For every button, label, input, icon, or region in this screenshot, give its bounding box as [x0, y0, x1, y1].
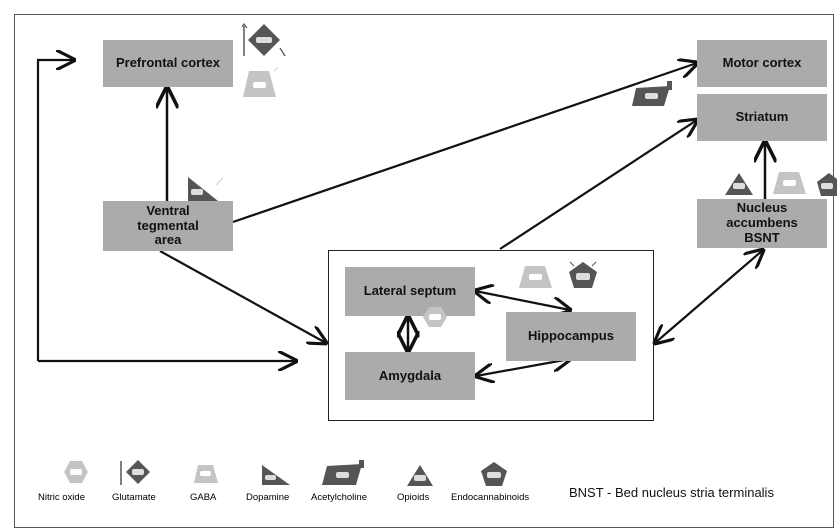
glutamate-icon — [242, 23, 286, 57]
legend-label-glutamate: Glutamate — [112, 492, 156, 503]
opioids-icon — [407, 465, 433, 486]
glutamate-icon — [120, 460, 150, 485]
node-ventral-tegmental-area: Ventral tegmental area — [103, 201, 233, 251]
legend-label-nitric-oxide: Nitric oxide — [38, 492, 85, 503]
dopamine-icon — [262, 465, 290, 485]
legend-label-acetylcholine: Acetylcholine — [311, 492, 367, 503]
gaba-icon — [773, 172, 806, 194]
node-lateral-septum: Lateral septum — [345, 267, 475, 316]
nitric-oxide-icon — [64, 461, 88, 483]
gaba-icon — [194, 465, 218, 483]
arrow-vta-group — [159, 250, 326, 343]
node-prefrontal-cortex: Prefrontal cortex — [103, 40, 233, 87]
legend-label-dopamine: Dopamine — [246, 492, 290, 503]
arrow-loop-prefrontal — [36, 60, 74, 361]
dopamine-icon — [188, 177, 224, 201]
opioids-icon — [725, 173, 753, 195]
acetylcholine-icon — [632, 81, 672, 106]
node-hippocampus: Hippocampus — [506, 312, 636, 361]
endocannabinoids-icon — [569, 261, 597, 288]
limbic-group-box — [328, 250, 654, 421]
endocannabinoids-icon — [481, 462, 507, 486]
node-amygdala: Amygdala — [345, 352, 475, 400]
legend-label-endocannabinoids: Endocannabinoids — [451, 492, 530, 503]
node-motor-cortex: Motor cortex — [697, 40, 827, 87]
acetylcholine-icon — [322, 460, 364, 485]
endocannabinoids-icon — [817, 173, 837, 196]
diagram-frame — [14, 14, 834, 528]
gaba-icon — [519, 266, 552, 288]
arrow-septum-hippocampus — [475, 291, 570, 310]
node-nucleus-accumbens: Nucleus accumbens BSNT — [697, 199, 827, 248]
legend-label-gaba: GABA — [190, 492, 217, 503]
node-striatum: Striatum — [697, 94, 827, 141]
arrow-group-striatum — [499, 120, 697, 250]
nitric-oxide-icon — [423, 307, 447, 327]
arrow-amygdala-hippocampus — [476, 359, 570, 376]
arrow-vta-motor — [232, 63, 697, 224]
arrow-hippocampus-accumbens — [655, 250, 763, 343]
bnst-footnote: BNST - Bed nucleus stria terminalis — [569, 485, 774, 500]
legend-label-opioids: Opioids — [397, 492, 430, 503]
gaba-icon — [243, 67, 279, 97]
